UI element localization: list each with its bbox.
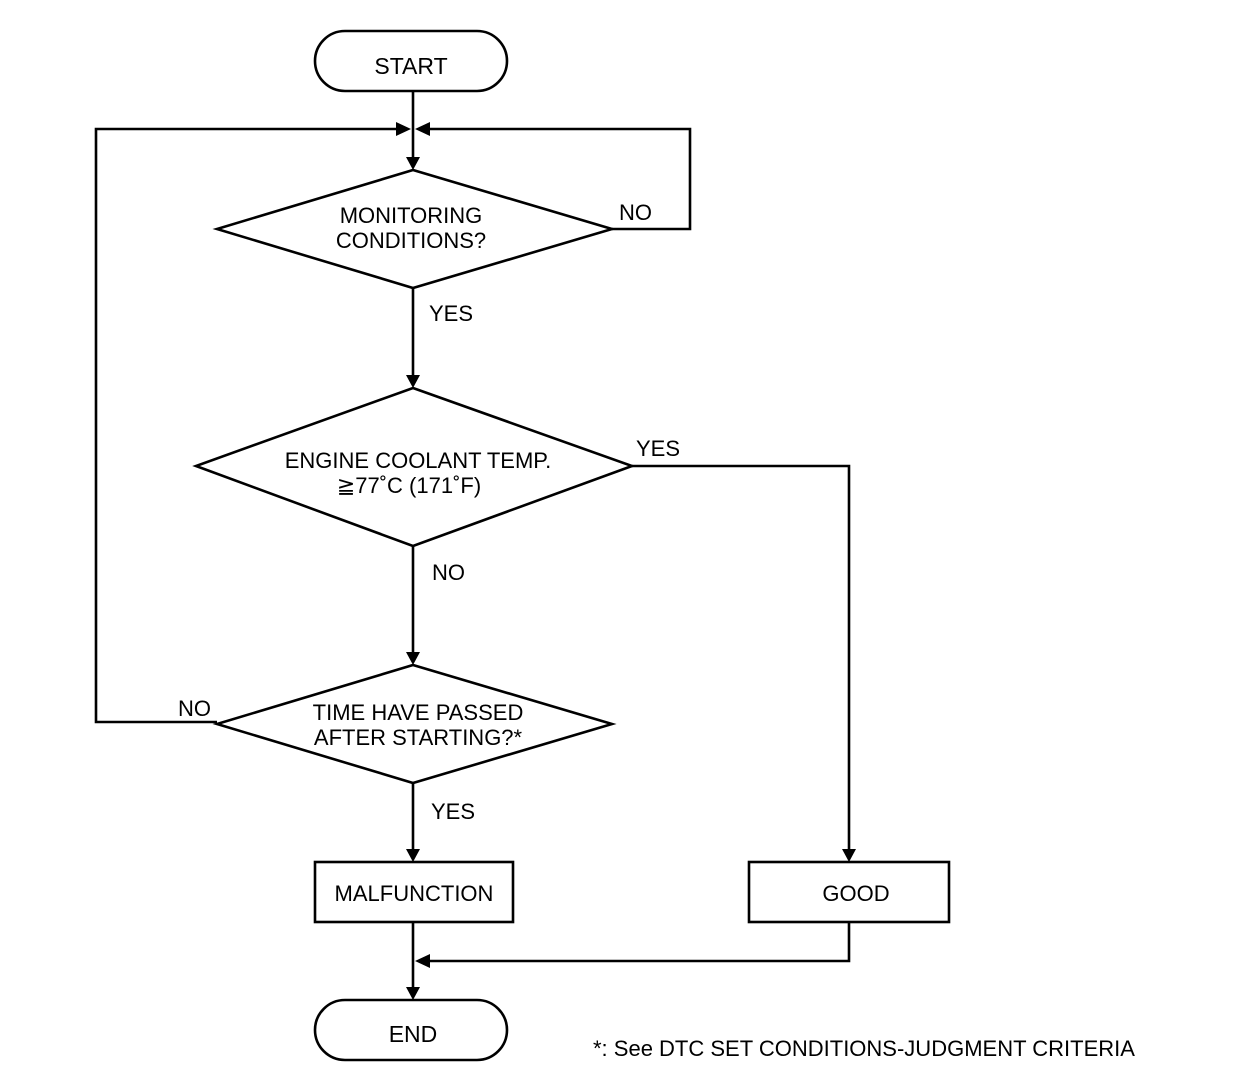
coolant-temp-decision: ENGINE COOLANT TEMP. ≧77˚C (171˚F) xyxy=(192,386,636,548)
coolant-yes-label: YES xyxy=(636,436,680,461)
time-passed-yes-label: YES xyxy=(431,799,475,824)
arrowhead-into-coolant xyxy=(406,375,420,388)
edge-labels: NO YES YES NO NO YES xyxy=(178,200,680,824)
arrowhead-join-from-good xyxy=(415,954,430,968)
monitoring-conditions-decision: MONITORING CONDITIONS? xyxy=(212,168,617,290)
arrowhead-into-monitoring xyxy=(406,157,420,170)
arrowhead-merge-from-right xyxy=(415,122,430,136)
monitoring-no-label: NO xyxy=(619,200,652,225)
time-passed-no-label: NO xyxy=(178,696,211,721)
end-terminal: END xyxy=(313,998,509,1062)
arrowhead-into-good xyxy=(842,849,856,862)
good-label: GOOD xyxy=(822,881,889,906)
malfunction-box: MALFUNCTION xyxy=(313,860,515,924)
coolant-no-label: NO xyxy=(432,560,465,585)
end-label: END xyxy=(389,1021,438,1047)
connectors xyxy=(94,92,851,990)
monitoring-yes-label: YES xyxy=(429,301,473,326)
coolant-temp-line2: ≧77˚C (171˚F) xyxy=(337,473,481,498)
connector-monitoring-no-loop xyxy=(425,127,692,231)
time-passed-line1: TIME HAVE PASSED xyxy=(313,700,524,725)
time-passed-line2: AFTER STARTING?* xyxy=(314,725,523,750)
arrowhead-into-end xyxy=(406,987,420,1000)
connector-coolant-yes xyxy=(632,464,851,852)
arrowhead-merge-from-left xyxy=(396,122,411,136)
monitoring-conditions-line1: MONITORING xyxy=(340,203,483,228)
connector-good-to-end xyxy=(425,922,851,963)
start-label: START xyxy=(374,53,447,79)
time-passed-decision: TIME HAVE PASSED AFTER STARTING?* xyxy=(212,663,617,785)
arrowhead-into-malfunction xyxy=(406,849,420,862)
arrowheads xyxy=(396,122,856,1000)
start-terminal: START xyxy=(313,29,509,93)
good-box: GOOD xyxy=(747,860,951,924)
monitoring-conditions-line2: CONDITIONS? xyxy=(336,228,486,253)
arrowhead-into-time-passed xyxy=(406,652,420,665)
malfunction-label: MALFUNCTION xyxy=(335,881,494,906)
footnote: *: See DTC SET CONDITIONS-JUDGMENT CRITE… xyxy=(593,1036,1135,1061)
coolant-temp-line1: ENGINE COOLANT TEMP. xyxy=(285,448,552,473)
connector-time-no-loop xyxy=(94,127,401,724)
